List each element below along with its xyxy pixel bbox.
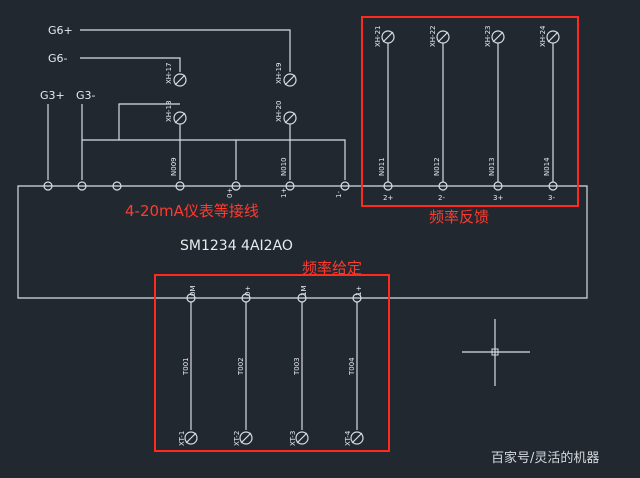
xh-17-label: XH-17 bbox=[165, 63, 173, 85]
freq-feedback-annotation: 频率反馈 bbox=[429, 208, 489, 226]
cable-t004-label: T004 bbox=[348, 357, 356, 376]
cable-n013-label: N013 bbox=[488, 157, 496, 176]
output-channel-4: 1+ T004 XT-4 bbox=[344, 286, 364, 446]
xt-3-label: XT-3 bbox=[289, 431, 297, 446]
xh-20-label: XH-20 bbox=[275, 101, 283, 123]
cable-n011-label: N011 bbox=[378, 157, 386, 176]
pin-1p-out-label: 1+ bbox=[355, 286, 363, 296]
signal-g3m-label: G3- bbox=[76, 89, 96, 102]
module-terminal-g3m bbox=[77, 181, 87, 191]
xt-1-label: XT-1 bbox=[178, 431, 186, 446]
module-terminal-0m bbox=[231, 181, 241, 191]
module-terminal-spare bbox=[112, 181, 122, 191]
cad-crosshair-cursor[interactable] bbox=[462, 319, 530, 386]
xh-24-label: XH-24 bbox=[539, 25, 547, 47]
cable-n010-label: N010 bbox=[280, 157, 288, 176]
output-channel-3: 1M T003 XT-3 bbox=[289, 286, 309, 446]
pin-1m-out-label: 1M bbox=[300, 286, 308, 297]
feedback-channel-3: XH-23 N013 3+ bbox=[484, 26, 505, 202]
cable-n014-label: N014 bbox=[543, 157, 551, 176]
pin-3p-label: 3+ bbox=[493, 194, 503, 202]
return-bus-wire bbox=[81, 103, 346, 180]
cable-n009-label: N009 bbox=[170, 157, 178, 176]
g6p-wire bbox=[80, 29, 291, 72]
xh-18-label: XH-18 bbox=[165, 101, 173, 123]
signal-g6p-label: G6+ bbox=[48, 24, 73, 37]
xh-18-terminal bbox=[173, 111, 187, 125]
xh-21-label: XH-21 bbox=[374, 26, 382, 48]
cable-n012-label: N012 bbox=[433, 157, 441, 176]
pin-1p-label: 1+ bbox=[280, 188, 288, 198]
cable-t002-label: T002 bbox=[237, 357, 245, 376]
module-terminal-1m bbox=[340, 181, 350, 191]
pin-0p-label: 0+ bbox=[226, 188, 234, 198]
output-channel-2: 0+ T002 XT-2 bbox=[233, 286, 253, 446]
module-terminal-g3p bbox=[43, 181, 53, 191]
xh-20-terminal bbox=[283, 111, 297, 125]
signal-g6m-label: G6- bbox=[48, 52, 68, 65]
module-label: SM1234 4AI2AO bbox=[180, 238, 293, 254]
output-highlight-box bbox=[154, 274, 390, 452]
xh-22-label: XH-22 bbox=[429, 26, 437, 48]
xt-4-label: XT-4 bbox=[344, 430, 352, 446]
xh-19-label: XH-19 bbox=[275, 63, 283, 85]
module-terminal-0p bbox=[175, 181, 185, 191]
xh-19-terminal bbox=[283, 73, 297, 87]
pin-1m-label: 1- bbox=[335, 191, 343, 198]
module-outline bbox=[17, 185, 588, 299]
cable-t001-label: T001 bbox=[182, 357, 190, 376]
xh-17-terminal bbox=[173, 73, 187, 87]
feedback-channel-1: XH-21 N011 2+ bbox=[374, 26, 395, 202]
cable-t003-label: T003 bbox=[293, 357, 301, 376]
feedback-highlight-box bbox=[361, 16, 579, 207]
feedback-group: XH-21 N011 2+ XH-22 N012 2- XH-23 N013 3… bbox=[361, 16, 579, 207]
pin-2p-label: 2+ bbox=[383, 194, 393, 202]
xh-23-label: XH-23 bbox=[484, 26, 492, 48]
output-group: 0M T001 XT-1 0+ T002 XT-2 1M T003 XT-3 bbox=[154, 274, 390, 452]
feedback-channel-4: XH-24 N014 3- bbox=[539, 25, 560, 202]
module-terminal-1p bbox=[285, 181, 295, 191]
output-channel-1: 0M T001 XT-1 bbox=[178, 286, 198, 446]
signal-g3p-label: G3+ bbox=[40, 89, 65, 102]
wiring-annotation: 4-20mA仪表等接线 bbox=[125, 202, 259, 220]
xt-2-label: XT-2 bbox=[233, 431, 241, 446]
pin-0m-out-label: 0M bbox=[189, 286, 197, 297]
feedback-channel-2: XH-22 N012 2- bbox=[429, 26, 450, 202]
pin-2m-label: 2- bbox=[438, 194, 445, 202]
pin-0p-out-label: 0+ bbox=[244, 286, 252, 296]
watermark-text: 百家号/灵活的机器 bbox=[491, 450, 599, 466]
g6m-wire bbox=[80, 57, 181, 72]
pin-3m-label: 3- bbox=[548, 194, 555, 202]
freq-set-annotation: 频率给定 bbox=[302, 259, 362, 277]
